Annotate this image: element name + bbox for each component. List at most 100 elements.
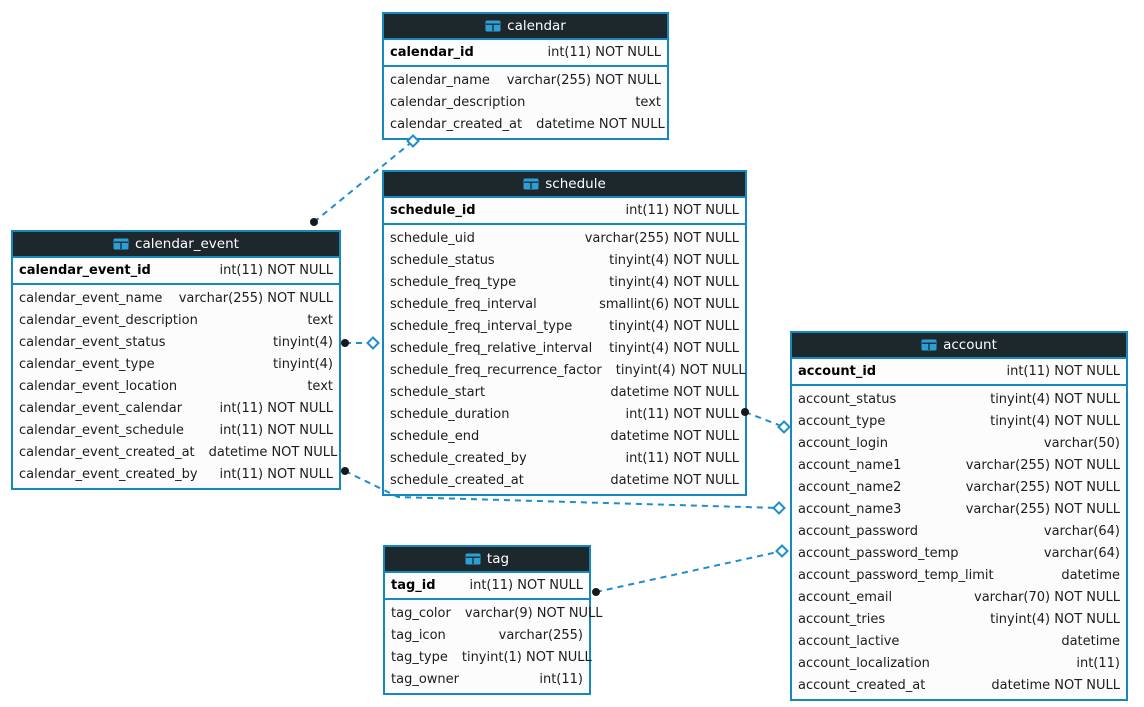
table-row: account_status tinyint(4) NOT NULL: [792, 388, 1126, 410]
column-name: calendar_event_status: [19, 334, 166, 350]
column-name: schedule_duration: [390, 406, 510, 422]
column-name: calendar_event_type: [19, 356, 155, 372]
column-type: datetime NOT NULL: [208, 444, 338, 460]
column-type: tinyint(4) NOT NULL: [609, 274, 739, 290]
column-type: datetime NOT NULL: [610, 384, 739, 400]
column-type: int(11) NOT NULL: [625, 406, 739, 422]
column-type: datetime NOT NULL: [536, 116, 665, 132]
table-calendar[interactable]: calendar calendar_id int(11) NOT NULL ca…: [382, 12, 669, 140]
primary-key-type: int(11) NOT NULL: [469, 578, 583, 593]
column-type: int(11): [1076, 655, 1120, 671]
column-name: account_name1: [798, 457, 902, 473]
table-row: account_login varchar(50): [792, 432, 1126, 454]
relationship-line-tag-account: [595, 550, 783, 593]
column-name: schedule_freq_interval_type: [390, 318, 573, 334]
primary-key-row: account_id int(11) NOT NULL: [792, 359, 1126, 386]
column-name: schedule_created_by: [390, 450, 527, 466]
column-name: calendar_name: [390, 72, 490, 88]
table-account[interactable]: account account_id int(11) NOT NULL acco…: [790, 331, 1128, 701]
column-type: datetime NOT NULL: [610, 472, 739, 488]
relationship-dot-marker: [310, 218, 318, 226]
column-name: account_login: [798, 435, 888, 451]
column-name: tag_color: [391, 605, 451, 621]
table-row: account_password_temp_limit datetime: [792, 564, 1126, 586]
primary-key-name: tag_id: [391, 578, 436, 593]
column-name: account_password_temp: [798, 545, 959, 561]
column-type: varchar(70) NOT NULL: [974, 589, 1120, 605]
column-type: varchar(255) NOT NULL: [178, 290, 333, 306]
column-type: varchar(50): [1043, 435, 1120, 451]
column-type: varchar(255) NOT NULL: [506, 72, 661, 88]
column-name: schedule_freq_recurrence_factor: [390, 362, 602, 378]
table-header: tag: [385, 547, 589, 573]
column-type: smallint(6) NOT NULL: [599, 296, 739, 312]
column-name: account_localization: [798, 655, 930, 671]
column-name: calendar_event_created_at: [19, 444, 195, 460]
primary-key-row: schedule_id int(11) NOT NULL: [384, 198, 745, 225]
table-header: schedule: [384, 172, 745, 198]
column-name: schedule_uid: [390, 230, 475, 246]
column-type: varchar(255) NOT NULL: [965, 457, 1120, 473]
column-name: account_name2: [798, 479, 902, 495]
table-icon: [523, 178, 539, 190]
column-name: tag_owner: [391, 671, 459, 687]
relationship-diamond-marker: [777, 420, 791, 434]
relationship-dot-marker: [592, 588, 600, 596]
column-name: schedule_freq_type: [390, 274, 517, 290]
column-name: account_created_at: [798, 677, 926, 693]
table-schedule[interactable]: schedule schedule_id int(11) NOT NULL sc…: [382, 170, 747, 496]
column-type: tinyint(4) NOT NULL: [990, 391, 1120, 407]
column-name: account_password_temp_limit: [798, 567, 994, 583]
column-type: tinyint(4): [272, 334, 333, 350]
table-columns: calendar_name varchar(255) NOT NULL calend…: [384, 67, 667, 138]
primary-key-row: calendar_id int(11) NOT NULL: [384, 40, 667, 67]
primary-key-name: schedule_id: [390, 203, 476, 218]
table-title: calendar: [507, 18, 566, 34]
column-name: account_password: [798, 523, 919, 539]
column-name: account_lactive: [798, 633, 900, 649]
table-icon: [113, 238, 129, 250]
primary-key-type: int(11) NOT NULL: [219, 263, 333, 278]
table-row: schedule_duration int(11) NOT NULL: [384, 403, 745, 425]
column-name: calendar_event_name: [19, 290, 163, 306]
column-name: account_type: [798, 413, 886, 429]
column-type: text: [307, 378, 333, 394]
table-icon: [485, 20, 501, 32]
column-name: calendar_event_schedule: [19, 422, 184, 438]
table-row: calendar_event_created_at datetime NOT NU…: [13, 441, 339, 463]
column-name: account_status: [798, 391, 897, 407]
column-type: int(11) NOT NULL: [625, 450, 739, 466]
table-calendar-event[interactable]: calendar_event calendar_event_id int(11)…: [11, 230, 341, 490]
column-name: account_email: [798, 589, 893, 605]
table-header: calendar_event: [13, 232, 339, 258]
primary-key-type: int(11) NOT NULL: [625, 203, 739, 218]
column-type: tinyint(4) NOT NULL: [990, 611, 1120, 627]
column-name: calendar_event_calendar: [19, 400, 183, 416]
table-header: account: [792, 333, 1126, 359]
column-name: schedule_end: [390, 428, 480, 444]
column-type: tinyint(4): [272, 356, 333, 372]
column-name: tag_icon: [391, 627, 446, 643]
column-type: datetime: [1061, 567, 1120, 583]
table-title: tag: [486, 551, 510, 567]
